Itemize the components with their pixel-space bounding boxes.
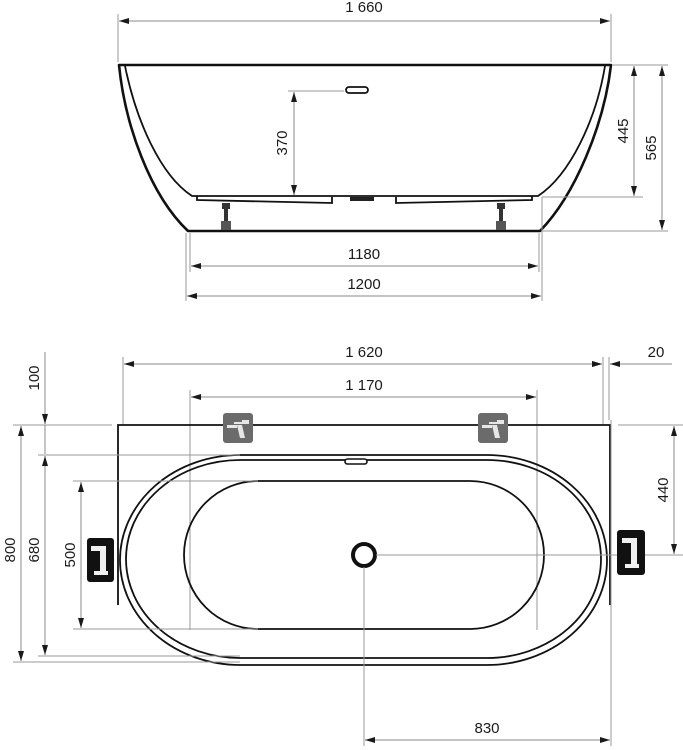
tub-side-outer	[117, 63, 613, 233]
dim-overall-width: 800	[2, 537, 19, 562]
overflow-slot-icon	[345, 86, 369, 94]
tub-rim-outer-2	[125, 459, 602, 659]
wall-faucet-icon-left	[223, 413, 253, 443]
dim-rim-width: 680	[26, 537, 43, 562]
dim-overall-length-plan: 1 620	[345, 344, 383, 361]
dim-overflow-height: 370	[274, 130, 291, 155]
dim-overall-length-side: 1 660	[345, 0, 383, 16]
dim-inner-width: 500	[62, 542, 79, 567]
side-faucet-icon-left	[87, 538, 114, 582]
dim-base-outer-length: 1200	[347, 276, 380, 293]
dim-wall-gap: 20	[648, 344, 665, 361]
drain-icon	[351, 542, 377, 568]
side-view: 1 660 370 445 565	[117, 0, 668, 301]
dim-drain-from-side: 830	[474, 720, 499, 737]
wall-edge	[117, 424, 611, 605]
tub-foot-right	[496, 203, 506, 230]
tub-basin-inner	[183, 480, 545, 630]
dim-overall-height: 565	[643, 135, 660, 160]
tub-side-inner	[124, 65, 606, 197]
tub-rim-outer	[119, 454, 608, 666]
dim-drain-from-wall: 440	[655, 477, 672, 502]
dim-inner-depth: 445	[615, 118, 632, 143]
tub-foot-left	[221, 203, 231, 230]
overflow-slot-icon	[344, 458, 368, 465]
wall-faucet-icon-right	[478, 413, 508, 443]
dim-base-inner-length: 1180	[348, 246, 380, 263]
side-faucet-icon-right	[617, 530, 645, 575]
plan-view: 1 620 20 1 170 830 440	[2, 344, 683, 746]
dim-wall-offset: 100	[26, 365, 43, 390]
dim-faucet-spacing: 1 170	[345, 377, 383, 394]
